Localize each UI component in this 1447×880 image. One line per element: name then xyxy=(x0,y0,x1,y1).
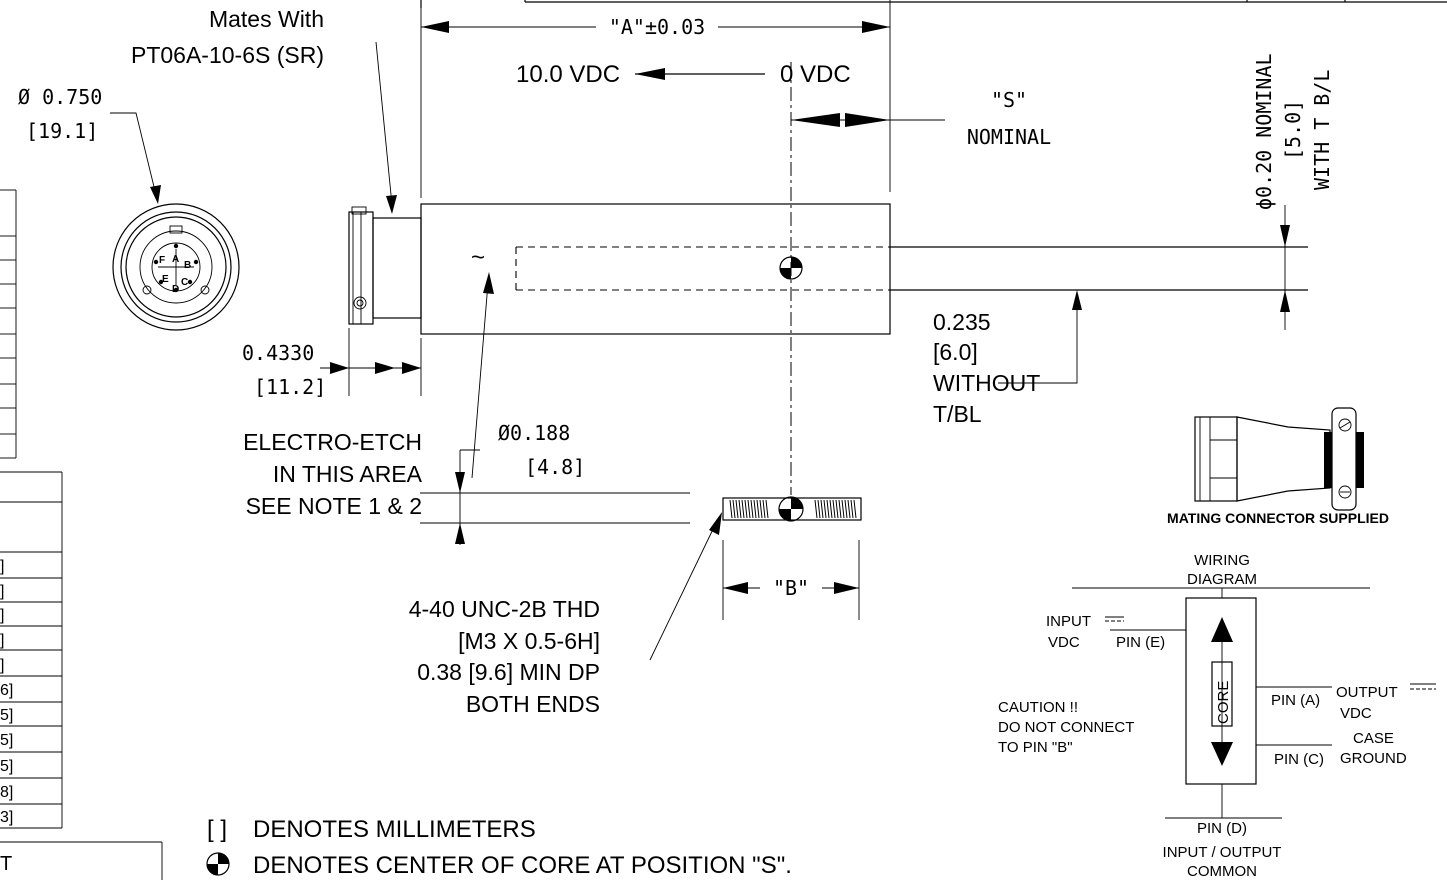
vdc-range: 10.0 VDC 0 VDC xyxy=(516,61,851,88)
dim-0235-label: 0.235 xyxy=(933,309,991,335)
connector-front-view: A B C D E F xyxy=(112,203,240,331)
caution-line-3: TO PIN "B" xyxy=(998,739,1073,756)
legend-core-icon xyxy=(206,852,230,876)
thread-line-2: [M3 X 0.5-6H] xyxy=(458,628,600,654)
pin-d-label: D xyxy=(172,284,179,295)
dimension-a-label: "A"±0.03 xyxy=(609,15,705,39)
caution-line-1: CAUTION !! xyxy=(998,699,1078,716)
etch-label-3: SEE NOTE 1 & 2 xyxy=(246,493,422,519)
dim-04330-label: 0.4330 xyxy=(242,341,314,365)
dimension-0235: 0.235 [6.0] WITHOUT T/BL xyxy=(933,290,1082,427)
pin-b-label: B xyxy=(184,260,191,271)
mates-with-label: Mates With xyxy=(209,6,324,32)
dimension-0188: Ø0.188 [4.8] xyxy=(420,421,690,545)
core-rod xyxy=(722,496,862,522)
etch-label-1: ELECTRO-ETCH xyxy=(243,429,422,455)
connector-side-view xyxy=(348,206,422,325)
dim-04330-mm: [11.2] xyxy=(254,375,326,399)
core-center-symbol xyxy=(779,256,803,280)
vdc-0-label: 0 VDC xyxy=(780,61,851,88)
thread-line-3: 0.38 [9.6] MIN DP xyxy=(417,659,600,685)
nominal-label: NOMINAL xyxy=(967,125,1051,149)
etch-leader xyxy=(471,282,489,479)
table-cell: ] xyxy=(0,558,4,575)
vdc-10-label: 10.0 VDC xyxy=(516,61,620,88)
table-cell: ] xyxy=(0,657,4,674)
pin-e-wire: PIN (E) xyxy=(1116,634,1165,651)
sensor-body: ~ xyxy=(420,203,1308,335)
top-border xyxy=(420,0,1447,8)
dimension-04330: 0.4330 [11.2] xyxy=(242,328,422,399)
pin-a-label: A xyxy=(172,254,179,265)
table-cell: ] xyxy=(0,607,4,624)
caution-line-2: DO NOT CONNECT xyxy=(998,719,1134,736)
table-cell: ] xyxy=(0,583,4,600)
left-table: ] ] ] ] ] 6] 5] 5] 5] 8] 3] T xyxy=(0,189,163,880)
output-label-1: OUTPUT xyxy=(1336,684,1398,701)
mating-caption: MATING CONNECTOR SUPPLIED xyxy=(1167,510,1389,526)
lead-with-tbl: WITH T B/L xyxy=(1310,70,1334,190)
wiring-title-1: WIRING xyxy=(1194,552,1250,569)
lead-diameter: ϕ0.20 NOMINAL [5.0] WITH T B/L xyxy=(1252,53,1334,330)
thread-line-1: 4-40 UNC-2B THD xyxy=(409,596,600,622)
legend-core-text: DENOTES CENTER OF CORE AT POSITION "S". xyxy=(253,852,792,879)
dim-0235-mm: [6.0] xyxy=(933,339,978,365)
lead-dia-label: ϕ0.20 NOMINAL xyxy=(1252,53,1276,210)
core-label: CORE xyxy=(1215,681,1232,724)
table-cell: 3] xyxy=(0,809,13,826)
input-label-2: VDC xyxy=(1048,634,1080,651)
diameter-0750: Ø 0.750 xyxy=(18,85,102,109)
legend-brackets-text: DENOTES MILLIMETERS xyxy=(253,816,536,843)
legend-brackets-symbol: [ ] xyxy=(207,816,227,843)
dia-0188-label: Ø0.188 xyxy=(498,421,570,445)
table-cell: 5] xyxy=(0,707,13,724)
table-footer: T xyxy=(0,853,12,875)
diameter-0750-mm: [19.1] xyxy=(26,119,98,143)
table-cell: ] xyxy=(0,632,4,649)
pin-d-wire: PIN (D) xyxy=(1197,820,1247,837)
wiring-diagram: WIRING DIAGRAM CORE INPUT VDC PIN (E) PI… xyxy=(998,552,1436,880)
output-label-2: VDC xyxy=(1340,705,1372,722)
thread-callout: 4-40 UNC-2B THD [M3 X 0.5-6H] 0.38 [9.6]… xyxy=(409,512,722,717)
thread-line-4: BOTH ENDS xyxy=(466,691,600,717)
pin-c-label: C xyxy=(181,277,188,288)
legend: [ ] DENOTES MILLIMETERS DENOTES CENTER O… xyxy=(206,816,792,879)
pin-a-wire: PIN (A) xyxy=(1271,692,1320,709)
common-label-1: INPUT / OUTPUT xyxy=(1163,844,1282,861)
case-label-1: CASE xyxy=(1353,730,1394,747)
dimension-s: "S" NOMINAL xyxy=(791,88,1051,149)
wiring-title-2: DIAGRAM xyxy=(1187,571,1257,588)
table-cell: 5] xyxy=(0,758,13,775)
lead-dia-mm: [5.0] xyxy=(1281,100,1305,160)
dimension-a: "A"±0.03 xyxy=(421,15,890,39)
table-cell: 6] xyxy=(0,682,13,699)
tbl-label: T/BL xyxy=(933,401,982,427)
dia-0188-mm: [4.8] xyxy=(525,455,585,479)
pin-c-wire: PIN (C) xyxy=(1274,751,1324,768)
dimension-b: "B" xyxy=(722,540,860,620)
case-label-2: GROUND xyxy=(1340,750,1407,767)
dim-b-label: "B" xyxy=(773,576,809,600)
pin-e-label: E xyxy=(162,274,169,285)
mates-with-part: PT06A-10-6S (SR) xyxy=(131,42,324,68)
dimension-s-label: "S" xyxy=(991,88,1027,112)
etch-tilde: ~ xyxy=(471,244,485,271)
etch-label-2: IN THIS AREA xyxy=(273,461,423,487)
pin-f-label: F xyxy=(159,255,165,266)
mating-connector: MATING CONNECTOR SUPPLIED xyxy=(1167,407,1389,526)
input-label-1: INPUT xyxy=(1046,613,1091,630)
table-cell: 8] xyxy=(0,784,13,801)
table-cell: 5] xyxy=(0,732,13,749)
common-label-2: COMMON xyxy=(1187,863,1257,880)
